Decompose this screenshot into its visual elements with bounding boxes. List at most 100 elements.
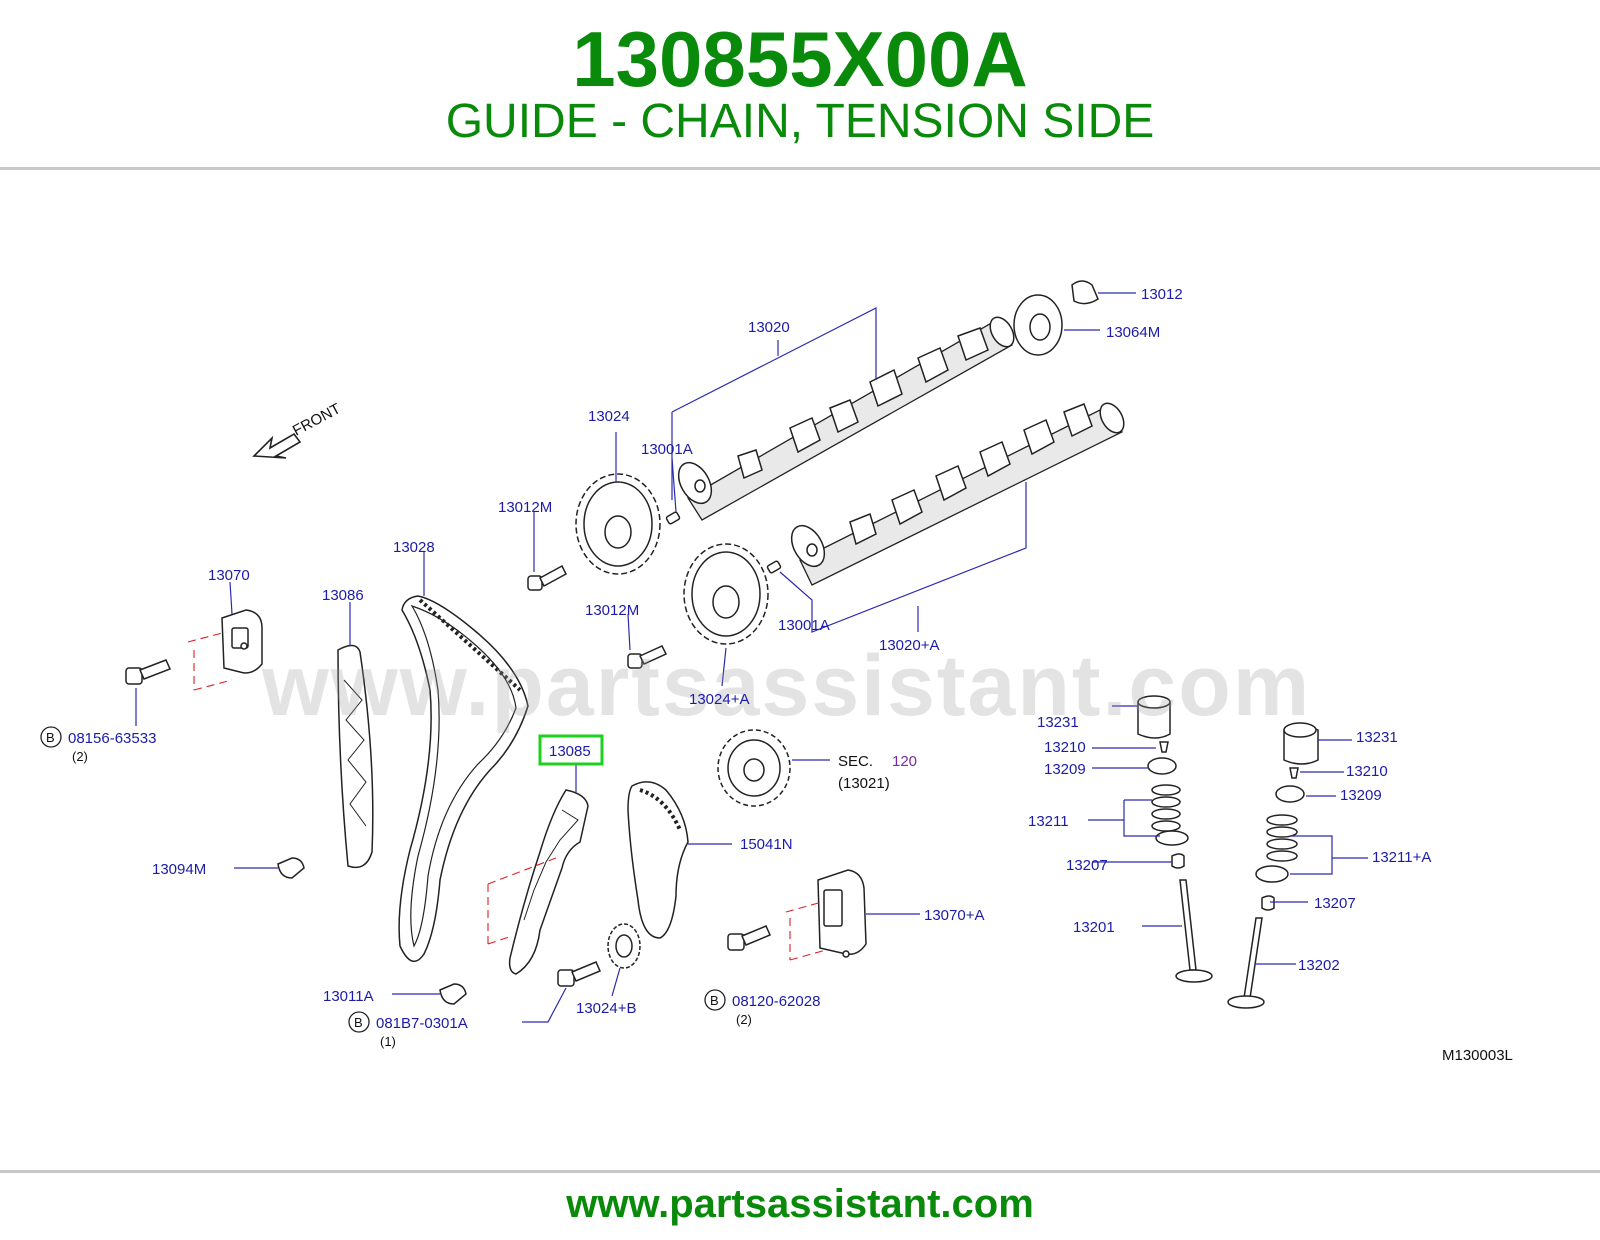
valve-spring-seat-left[interactable] [1155, 830, 1189, 846]
leader-lines [135, 292, 1368, 1023]
callout-13210-right[interactable]: 13210 [1346, 763, 1388, 780]
tensioner-mount-guide [187, 631, 233, 691]
callout-13207-right[interactable]: 13207 [1314, 895, 1356, 912]
bolt-marker-circle [40, 726, 62, 748]
crank-sprocket[interactable] [607, 923, 641, 969]
callout-13085-label: 13085 [549, 743, 591, 760]
callout-08156-63533[interactable]: B 08156-63533 (2) [40, 726, 156, 764]
callout-13020[interactable]: 13020 [748, 319, 790, 336]
front-label: FRONT [290, 400, 344, 439]
callout-13028[interactable]: 13028 [393, 539, 435, 556]
figure-code: M130003L [1442, 1047, 1513, 1064]
callout-13024B[interactable]: 13024+B [576, 1000, 636, 1017]
valve-lifter-right[interactable] [1283, 722, 1319, 765]
sprocket-bolt-upper[interactable] [527, 564, 567, 591]
bolt-marker-letter: B [710, 993, 719, 1008]
callout-13201[interactable]: 13201 [1073, 919, 1115, 936]
idler-gear-assembly[interactable] [717, 729, 791, 807]
watermark-text: www.partsassistant.com [261, 638, 1311, 734]
dowel-pin-upper[interactable] [665, 511, 681, 525]
bolt-marker-letter: B [354, 1015, 363, 1030]
tensioner-lower-mount-guide [785, 901, 827, 961]
callout-13231-left[interactable]: 13231 [1037, 714, 1079, 731]
chain-tensioner-upper[interactable] [221, 609, 263, 674]
guide-mount-bolt[interactable] [557, 961, 601, 987]
callout-08156-qty: (2) [72, 749, 88, 764]
guide-pivot-bolt-slack[interactable] [277, 857, 305, 879]
callout-13024A[interactable]: 13024+A [689, 691, 749, 708]
cam-sprocket-lower[interactable] [683, 543, 769, 645]
callout-13085-highlighted[interactable]: 13085 [538, 734, 604, 766]
valve-keeper-left[interactable] [1159, 741, 1169, 753]
sec-number: 120 [892, 753, 917, 770]
callout-13011A[interactable]: 13011A [323, 988, 374, 1005]
bolt-marker-circle [348, 1011, 370, 1033]
callout-13207-left[interactable]: 13207 [1066, 857, 1108, 874]
callout-08156-label: 08156-63533 [68, 730, 156, 747]
callout-13231-right[interactable]: 13231 [1356, 729, 1398, 746]
callout-13202[interactable]: 13202 [1298, 957, 1340, 974]
callout-13211[interactable]: 13211 [1028, 813, 1069, 830]
tensioner-bolt-lower[interactable] [727, 925, 771, 951]
callout-08120-qty: (2) [736, 1012, 752, 1027]
valve-spring-retainer-left[interactable] [1147, 757, 1177, 775]
chain-tensioner-lower[interactable] [817, 869, 867, 958]
callout-13001A-upper[interactable]: 13001A [641, 441, 693, 458]
valve-oil-seal-left[interactable] [1171, 853, 1185, 869]
guide-mount-guide [487, 857, 557, 945]
callout-13209-left[interactable]: 13209 [1044, 761, 1086, 778]
sec-sub: (13021) [838, 775, 890, 792]
valve-oil-seal-right[interactable] [1261, 895, 1275, 911]
callout-13001A-lower[interactable]: 13001A [778, 617, 830, 634]
intake-valve[interactable] [1175, 879, 1213, 983]
tensioner-bolt-upper[interactable] [125, 659, 172, 685]
dowel-pin-lower[interactable] [766, 560, 782, 574]
callout-08120-label: 08120-62028 [732, 993, 820, 1010]
callout-081B7-label: 081B7-0301A [376, 1015, 468, 1032]
callout-13012M-upper[interactable]: 13012M [498, 499, 552, 516]
guide-pivot-bolt-tension[interactable] [439, 983, 467, 1005]
sprocket-bolt-lower[interactable] [627, 645, 668, 669]
valve-spring-seat-right[interactable] [1255, 865, 1289, 883]
part-number-title: 130855X00A [572, 15, 1028, 103]
front-direction-arrow-icon [252, 432, 302, 459]
cam-sprocket-upper[interactable] [575, 473, 661, 575]
top-divider [0, 167, 1600, 170]
valve-spring-right[interactable] [1266, 814, 1298, 862]
bolt-marker-circle [704, 989, 726, 1011]
valve-keeper-right[interactable] [1289, 767, 1299, 779]
callout-08120-62028[interactable]: B 08120-62028 (2) [704, 989, 820, 1027]
valve-lifter-left[interactable] [1137, 695, 1171, 739]
callout-13012[interactable]: 13012 [1141, 286, 1183, 303]
cam-end-cap[interactable] [1071, 280, 1099, 305]
timing-chain-main[interactable] [398, 595, 529, 963]
chain-guide-slack-side[interactable] [337, 644, 374, 869]
sec-label: SEC. [838, 753, 873, 770]
footer-url[interactable]: www.partsassistant.com [566, 1182, 1034, 1226]
callout-13070A[interactable]: 13070+A [924, 907, 984, 924]
callout-13064M[interactable]: 13064M [1106, 324, 1160, 341]
callout-13020A[interactable]: 13020+A [879, 637, 939, 654]
callout-13070[interactable]: 13070 [208, 567, 250, 584]
valve-spring-retainer-right[interactable] [1275, 785, 1305, 803]
callout-081B7-0301A[interactable]: B 081B7-0301A (1) [348, 1011, 468, 1049]
callout-sec-120[interactable]: SEC. 120 (13021) [838, 753, 917, 792]
camshaft-upper[interactable] [672, 313, 1019, 521]
highlight-box [538, 734, 604, 766]
callout-13094M[interactable]: 13094M [152, 861, 206, 878]
callout-081B7-qty: (1) [380, 1034, 396, 1049]
valve-spring-left[interactable] [1151, 784, 1181, 832]
callout-13209-right[interactable]: 13209 [1340, 787, 1382, 804]
chain-guide-tension-side[interactable] [508, 789, 589, 975]
callout-13024[interactable]: 13024 [588, 408, 630, 425]
callout-15041N[interactable]: 15041N [740, 836, 793, 853]
exhaust-valve[interactable] [1227, 917, 1265, 1009]
callout-13012M-lower[interactable]: 13012M [585, 602, 639, 619]
callout-13211A[interactable]: 13211+A [1372, 849, 1431, 866]
callout-13086[interactable]: 13086 [322, 587, 364, 604]
secondary-timing-chain[interactable] [627, 781, 689, 939]
cam-sensor-plate[interactable] [1013, 294, 1063, 356]
callout-13210-left[interactable]: 13210 [1044, 739, 1086, 756]
camshaft-lower[interactable] [785, 399, 1129, 586]
